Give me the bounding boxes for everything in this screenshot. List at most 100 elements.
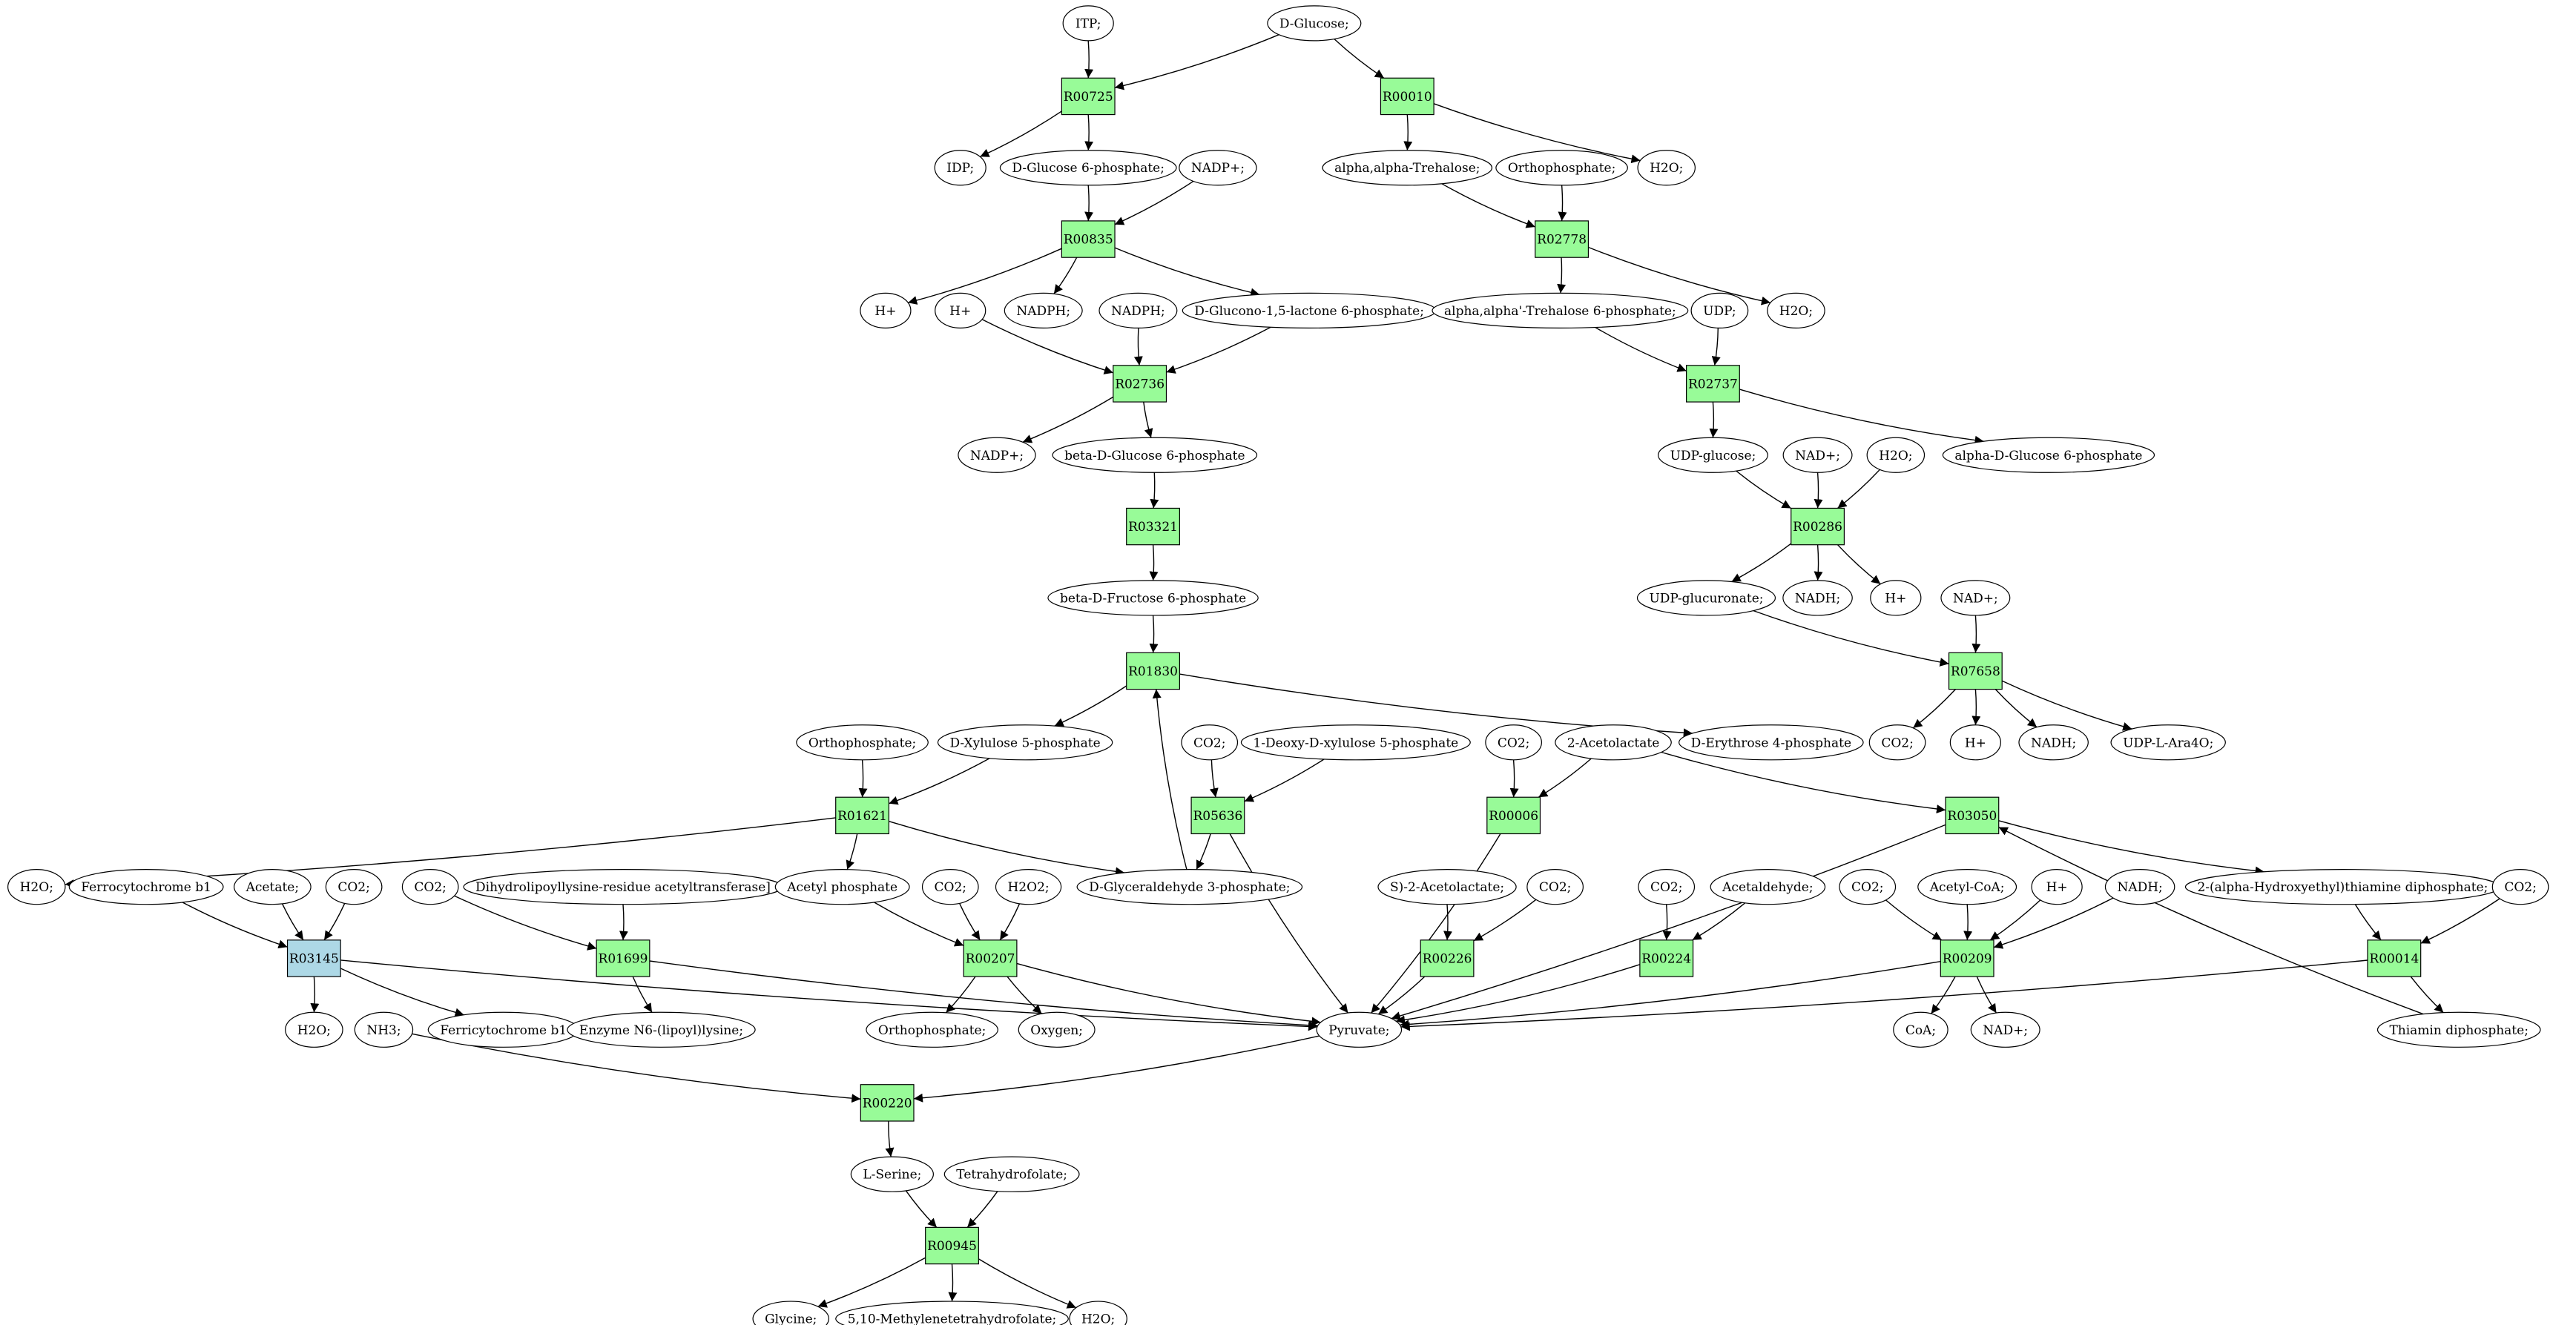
reaction-edge [1753,609,1949,667]
compound-node: Acetate; [234,869,312,905]
compound-ellipse [1069,1301,1127,1325]
reaction-edge [1084,114,1094,151]
compound-ellipse [1179,150,1257,186]
compound-node: D-Glucose; [1267,5,1362,42]
reaction-edge [1084,40,1094,79]
compound-label: S)-2-Acetolactate; [1390,880,1504,895]
reaction-node: R00286 [1791,507,1845,546]
reaction-edge [1114,34,1279,90]
compound-label: CO2; [414,880,447,895]
reaction-edge [1473,899,1537,942]
reaction-edge [1022,396,1114,443]
reaction-edge [340,968,464,1017]
reaction-label: R00010 [1383,90,1432,105]
compound-ellipse [1267,5,1362,42]
reaction-edge [1400,959,2368,1031]
reaction-label: R00286 [1793,520,1842,535]
reaction-edge [1814,544,1823,581]
compound-label: CO2; [1193,736,1226,750]
compound-label: NADP+; [970,449,1024,463]
compound-node: Dihydrolipoyllysine-residue acetyltransf… [463,869,783,905]
compound-ellipse [1690,292,1749,329]
compound-ellipse [937,724,1113,761]
compound-ellipse [1636,580,1776,616]
reaction-node: R01621 [835,796,889,835]
reaction-box [1126,652,1180,690]
compound-label: H2O; [1081,1312,1115,1325]
reaction-box [1113,365,1167,403]
reaction-edge [649,960,1318,1030]
compound-label: IDP; [946,161,974,176]
reaction-node: R00226 [1420,939,1475,977]
compound-label: NADH; [2117,880,2162,895]
compound-node: H+ [2031,869,2083,905]
reaction-box [1061,220,1116,258]
compound-node: Ferrocytochrome b1 [68,869,224,905]
compound-label: CO2; [2504,880,2537,895]
compound-node: H+ [935,292,986,329]
compound-label: alpha,alpha-Trehalose; [1334,161,1480,176]
reaction-node: R02736 [1113,365,1167,403]
compound-node: H2O; [285,1011,343,1048]
compound-label: H2O; [20,880,53,895]
reaction-edge [1054,685,1127,727]
reaction-edge [1371,833,1501,1014]
reaction-edge [1166,326,1271,374]
compound-ellipse [1870,580,1922,616]
compound-ellipse [2018,724,2089,761]
compound-node: Acetyl phosphate [774,869,910,905]
compound-node: Acetaldehyde; [1710,869,1826,905]
compound-label: H+ [2046,880,2068,895]
reaction-edge [1179,673,1693,738]
compound-label: H+ [874,304,896,319]
compound-ellipse [1316,1011,1403,1048]
compound-label: Orthophosphate; [808,736,916,750]
compound-ellipse [2110,724,2226,761]
compound-ellipse [1940,580,2011,616]
compound-label: Oxygen; [1030,1023,1083,1038]
reaction-label: R03145 [289,951,339,966]
reaction-label: R02778 [1537,233,1587,248]
compound-label: D-Glucono-1,5-lactone 6-phosphate; [1194,304,1424,319]
reaction-edge [1143,402,1153,438]
compound-label: CO2; [337,880,370,895]
compound-ellipse [325,869,383,905]
reaction-edge [889,758,990,805]
compound-ellipse [2104,869,2175,905]
reaction-edge [1837,544,1881,585]
compound-node: NADH; [2018,724,2089,761]
compound-label: L-Serine; [863,1168,921,1183]
compound-node: NH3; [354,1011,414,1048]
compound-node: Glycine; [752,1301,829,1325]
compound-node: Tetrahydrofolate; [943,1156,1080,1192]
reaction-label: R03050 [1947,809,1997,824]
compound-node: Thiamin diphosphate; [2376,1011,2541,1048]
compound-ellipse [1679,724,1864,761]
reaction-edge [1229,833,1348,1014]
compound-ellipse [1767,292,1825,329]
compound-node: H+ [1870,580,1922,616]
compound-node: CO2; [1181,724,1239,761]
reaction-box [1639,939,1694,977]
compound-label: Dihydrolipoyllysine-residue acetyltransf… [475,880,771,895]
compound-node: D-Glucono-1,5-lactone 6-phosphate; [1182,292,1437,329]
compound-label: Ferrocytochrome b1 [81,880,211,895]
reaction-node: R02778 [1535,220,1590,258]
compound-label: H+ [1885,591,1906,606]
reaction-edge [340,959,1317,1031]
reaction-edge [981,319,1114,374]
compound-ellipse [943,1156,1080,1192]
reaction-edge [1433,103,1641,164]
compound-ellipse [1657,437,1768,473]
compound-node: L-Serine; [850,1156,935,1192]
compound-label: NADH; [1795,591,1840,606]
reaction-node: R00006 [1486,796,1541,835]
reaction-box [860,1084,915,1122]
compound-node: CO2; [1868,724,1926,761]
reaction-edge [846,833,858,870]
compound-label: Glycine; [765,1312,817,1325]
compound-node: Oxygen; [1018,1011,1096,1048]
compound-label: NADPH; [1016,304,1070,319]
reaction-label: R01830 [1128,664,1178,679]
compound-label: UDP; [1703,304,1736,319]
